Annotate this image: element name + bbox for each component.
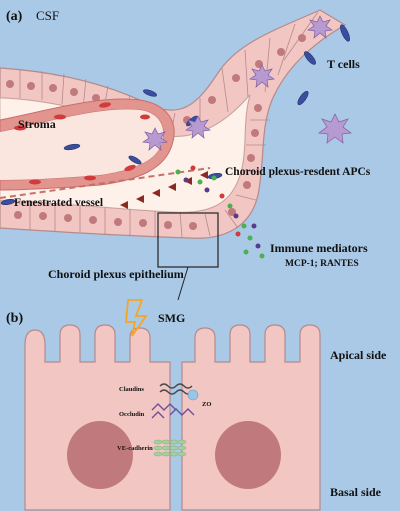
apc-icon: [249, 64, 275, 88]
vessel-label: Fenestrated vessel: [14, 197, 103, 209]
left-nucleus: [67, 421, 133, 489]
occludin-label: Occludin: [119, 411, 145, 418]
epithelium-label: Choroid plexus epithelium: [48, 267, 184, 281]
vessel-lumen: [0, 109, 164, 180]
panel-a: (a) CSF T cells Stroma Choroid plexus-re…: [0, 8, 371, 301]
mediators-label: Immune mediators: [270, 241, 368, 255]
apcs: [142, 15, 352, 151]
t-cells: [0, 24, 350, 206]
t-cell-icon: [304, 51, 316, 65]
t-cell-icon: [128, 155, 142, 165]
zoom-connector: [177, 266, 189, 301]
ve-cadherin: [153, 439, 187, 457]
apical-side-label: Apical side: [330, 348, 387, 362]
claudins: [159, 383, 193, 395]
panel-b-tag: (b): [6, 311, 23, 326]
apc-icon: [318, 113, 352, 144]
lightning-icon: [125, 299, 148, 337]
red-blood-cells: [14, 102, 150, 185]
occludin: [151, 403, 195, 419]
apc-icon: [307, 15, 333, 39]
panel-a-tag: (a): [6, 9, 23, 24]
vessel-fenestrations: [120, 171, 208, 209]
claudins-label: Claudins: [119, 386, 144, 393]
t-cells-label: T cells: [327, 57, 360, 71]
ve-cadherin-label: VE-cadherin: [117, 445, 153, 452]
t-cell-icon: [0, 198, 16, 206]
csf-label: CSF: [36, 8, 59, 23]
panel-b: (b) SMG Apical side Basal side Claudins …: [6, 299, 387, 511]
stroma-label: Stroma: [18, 117, 56, 131]
apcs-label: Choroid plexus-resdent APCs: [225, 166, 371, 178]
basal-side-label: Basal side: [330, 485, 382, 499]
right-nucleus: [215, 421, 281, 489]
zo-label: ZO: [202, 401, 211, 408]
apc-icon: [142, 127, 168, 151]
smg-label: SMG: [158, 311, 185, 325]
t-cell-icon: [340, 24, 350, 42]
zo-icon: [187, 389, 199, 401]
t-cell-icon: [63, 143, 81, 151]
immune-mediators: [175, 165, 265, 259]
t-cell-icon: [297, 90, 309, 106]
apc-icon: [185, 115, 211, 139]
t-cell-icon: [143, 89, 157, 97]
mediators-list-label: MCP-1; RANTES: [285, 259, 359, 269]
